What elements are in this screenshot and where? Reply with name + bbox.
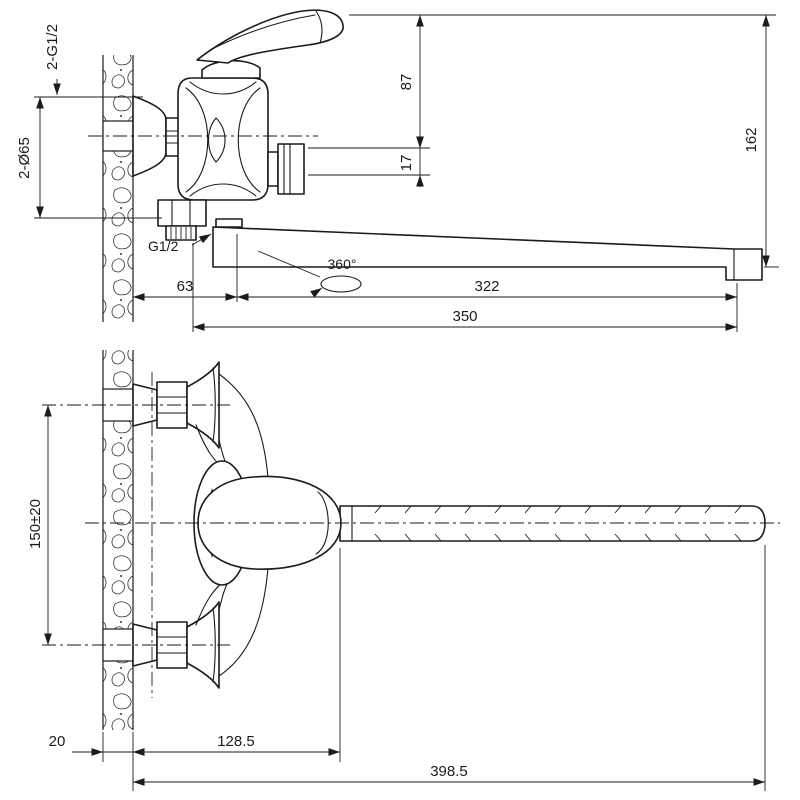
wall-section-plan-view xyxy=(102,350,134,730)
dim-wall-thread-label: 2-G1/2 xyxy=(44,24,61,70)
spout-pivot xyxy=(215,218,243,228)
dimension-lines-side-view xyxy=(34,14,779,332)
centerlines xyxy=(42,135,780,698)
spout-nut-side xyxy=(157,199,207,227)
dim-20-label: 20 xyxy=(49,733,66,750)
dim-87-label: 87 xyxy=(398,74,415,91)
dim-322-label: 322 xyxy=(474,278,499,295)
dim-162-label: 162 xyxy=(743,127,760,152)
dim-spout-thread-label: G1/2 xyxy=(148,238,179,254)
spout-side xyxy=(212,226,763,281)
dim-350-label: 350 xyxy=(452,308,477,325)
faucet-plan-view xyxy=(132,361,766,689)
faucet-side-view xyxy=(132,9,763,281)
dimension-labels: 2-G1/2 2-Ø65 87 17 162 G1/2 360° 63 322 … xyxy=(16,24,760,780)
dim-150-label: 150±20 xyxy=(27,499,44,549)
mixer-body-side xyxy=(177,77,269,201)
handle-base-cap xyxy=(201,59,261,79)
wall-section-side-view xyxy=(102,55,134,322)
dim-flange-diameter-label: 2-Ø65 xyxy=(16,137,33,179)
shower-outlet xyxy=(277,143,305,195)
outlet-connector xyxy=(267,151,279,187)
dim-17-label: 17 xyxy=(398,155,415,172)
dimension-lines-plan-view xyxy=(44,405,766,791)
dim-398-label: 398.5 xyxy=(430,763,468,780)
handle-lever-side xyxy=(196,9,344,64)
spout-plan xyxy=(339,505,766,542)
dim-swivel-label: 360° xyxy=(328,256,357,272)
dim-63-label: 63 xyxy=(177,278,194,295)
dim-128-label: 128.5 xyxy=(217,733,255,750)
swivel-ellipse xyxy=(320,275,362,293)
